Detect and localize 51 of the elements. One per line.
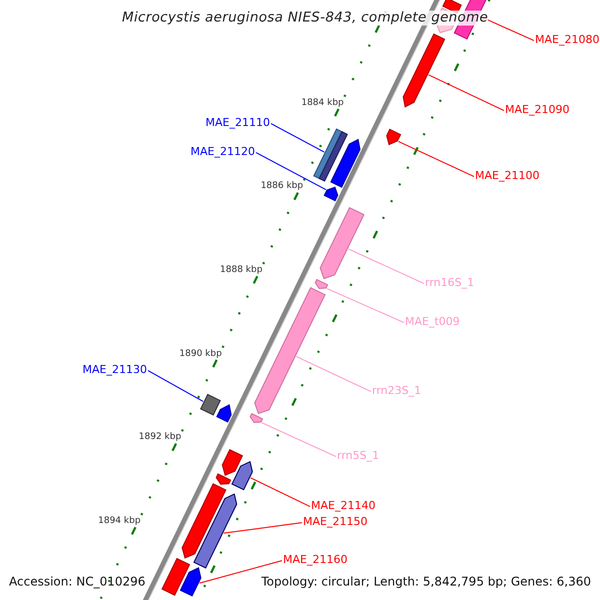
leader-line <box>428 74 504 112</box>
leader-line <box>198 560 282 584</box>
gene-feature <box>330 138 361 188</box>
gene-label: MAE_21100 <box>475 170 540 182</box>
gene-label: MAE_21110 <box>206 116 270 130</box>
leader-line <box>148 370 204 402</box>
leader-line <box>296 356 372 392</box>
leader-line <box>398 140 474 178</box>
gene-feature <box>216 404 232 423</box>
gene-label: MAE_21120 <box>190 146 255 158</box>
gene-feature <box>324 186 338 202</box>
gene-feature <box>193 493 238 569</box>
gene-feature <box>314 278 328 290</box>
leader-line <box>326 288 404 324</box>
leader-line <box>256 152 326 190</box>
gene-feature <box>180 567 202 597</box>
gene-label: MAE_21130 <box>82 364 147 376</box>
scale-label: 1888 kbp <box>220 266 262 276</box>
gene-feature <box>161 558 190 596</box>
leader-line <box>270 123 325 153</box>
gene-label: MAE_21150 <box>303 516 368 528</box>
gene-label: MAE_21160 <box>283 554 348 566</box>
gene-feature <box>318 131 348 182</box>
leader-line <box>348 248 424 284</box>
gene-feature <box>386 128 402 146</box>
scale-label: 1894 kbp <box>98 517 141 528</box>
gene-feature <box>250 412 264 424</box>
gene-label: rrn23S_1 <box>372 384 422 398</box>
gene-label: MAE_21140 <box>311 500 376 512</box>
gene-feature <box>222 448 244 476</box>
scale-label: 1892 kbp <box>138 433 182 444</box>
accession-label: Accession: NC_010296 <box>9 575 146 589</box>
gene-label: MAE_t009 <box>405 316 460 328</box>
gene-feature <box>402 33 446 108</box>
gene-label: rrn16S_1 <box>425 276 474 290</box>
leader-line <box>261 422 336 458</box>
gene-label: MAE_21090 <box>505 104 570 116</box>
diagram-title: Microcystis aeruginosa NIES-843, complete genome <box>122 10 488 26</box>
gene-label: rrn5S_1 <box>337 450 380 462</box>
leader-line <box>250 477 310 508</box>
gene-feature <box>216 473 232 485</box>
gene-feature <box>200 394 221 416</box>
gene-feature <box>182 483 226 559</box>
gene-feature <box>231 461 253 490</box>
scale-label: 1886 kbp <box>260 182 304 192</box>
gene-feature <box>254 287 326 414</box>
gene-label: MAE_21080 <box>535 34 600 46</box>
genome-info-label: Topology: circular; Length: 5,842,795 bp; Genes: 6,360 <box>261 575 591 589</box>
gene-feature <box>320 206 365 280</box>
scale-label: 1890 kbp <box>179 350 222 360</box>
scale-label: 1884 kbp <box>301 98 344 109</box>
